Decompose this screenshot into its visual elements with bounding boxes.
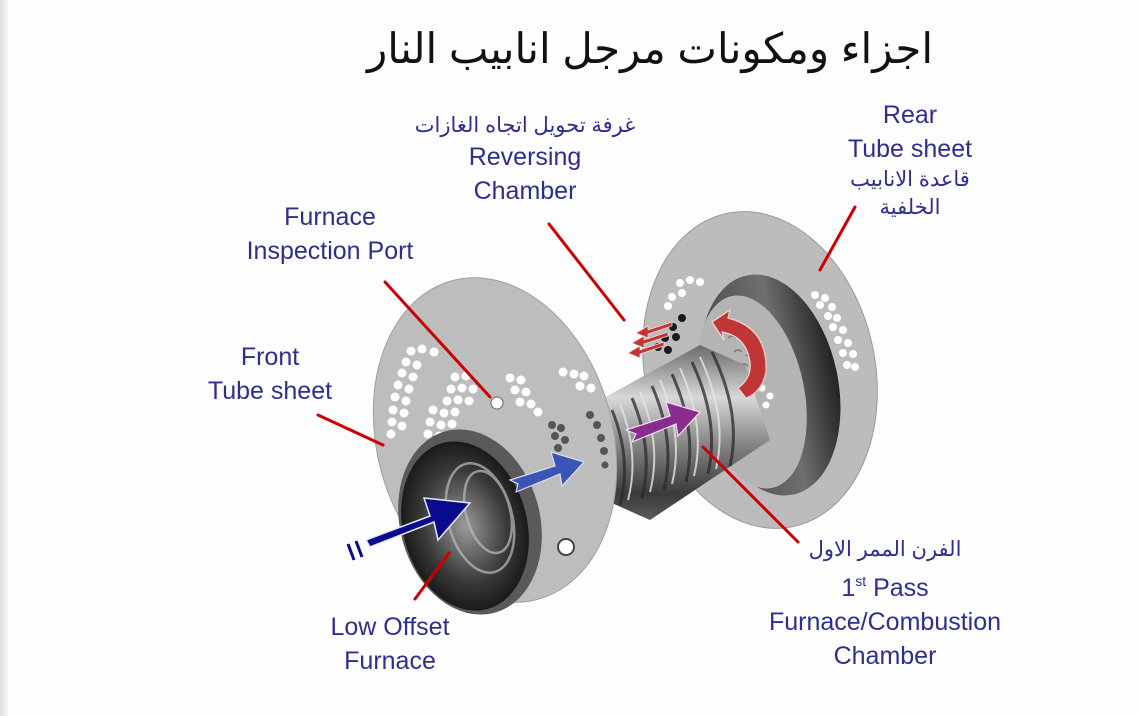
bottom-port-hole xyxy=(557,538,575,556)
label-front-tube-sheet-line2: Tube sheet xyxy=(207,377,333,405)
inlet-arrow xyxy=(346,497,472,561)
label-low-offset-furnace-line2: Furnace xyxy=(344,647,436,675)
callout-line-inspection-port xyxy=(383,280,492,399)
flow-arrows xyxy=(346,308,767,561)
callout-line-front-tube-sheet xyxy=(316,413,385,447)
furnace-arrow xyxy=(624,401,702,444)
callout-line-rear-tube-sheet xyxy=(818,205,857,272)
label-reversing-chamber-line1: Reversing xyxy=(468,143,582,171)
return-arrows xyxy=(627,321,673,359)
callout-line-first-pass-furnace xyxy=(701,445,800,544)
label-front-tube-sheet: Front Tube sheet xyxy=(180,340,360,408)
label-reversing-chamber-line2: Chamber xyxy=(473,177,577,205)
label-reversing-chamber-arabic: غرفة تحويل اتجاه الغازات xyxy=(414,114,636,137)
label-rear-tube-sheet: Rear Tube sheet قاعدة الانابيب الخلفية xyxy=(820,98,1000,222)
label-low-offset-furnace: Low Offset Furnace xyxy=(300,610,480,678)
label-reversing-chamber: غرفة تحويل اتجاه الغازات Reversing Chamb… xyxy=(390,112,660,208)
label-rear-tube-sheet-arabic2: الخلفية xyxy=(879,196,941,219)
label-front-tube-sheet-line1: Front xyxy=(240,343,300,371)
front-tube-sheet xyxy=(372,277,618,615)
label-rear-tube-sheet-arabic1: قاعدة الانابيب xyxy=(850,168,970,191)
pass-text: Pass xyxy=(866,574,929,602)
label-low-offset-furnace-line1: Low Offset xyxy=(330,613,450,641)
reversing-arrow xyxy=(711,308,767,399)
page-title: اجزاء ومكونات مرجل انابيب النار xyxy=(366,25,933,72)
label-rear-tube-sheet-line2: Tube sheet xyxy=(847,135,973,163)
label-rear-tube-sheet-line1: Rear xyxy=(882,101,938,129)
corrugated-furnace-tube xyxy=(600,345,770,520)
inspection-port-hole xyxy=(490,396,504,410)
ordinal-number: 1 xyxy=(841,574,856,602)
label-first-pass-furnace-arabic: الفرن الممر الاول xyxy=(808,538,962,561)
label-first-pass-furnace-line1: 1st Pass xyxy=(740,564,1030,605)
label-furnace-inspection-port-line2: Inspection Port xyxy=(246,237,414,265)
label-furnace-inspection-port-line1: Furnace xyxy=(284,203,376,231)
label-furnace-inspection-port: Furnace Inspection Port xyxy=(220,200,440,268)
window-left-edge xyxy=(0,0,8,716)
front-tube-holes xyxy=(386,344,596,453)
front-tube-holes-shaded xyxy=(548,411,609,469)
rear-tube-holes xyxy=(664,276,859,409)
callout-lines xyxy=(316,205,857,601)
second-pass-arrow xyxy=(508,451,586,494)
label-first-pass-furnace: الفرن الممر الاول 1st Pass Furnace/Combu… xyxy=(740,536,1030,673)
ordinal-suffix: st xyxy=(855,573,867,589)
callout-line-reversing-chamber xyxy=(547,222,626,322)
label-first-pass-furnace-line2: Furnace/Combustion xyxy=(768,608,1002,636)
callout-line-low-offset-furnace xyxy=(413,551,451,601)
label-first-pass-furnace-line3: Chamber xyxy=(833,642,937,670)
